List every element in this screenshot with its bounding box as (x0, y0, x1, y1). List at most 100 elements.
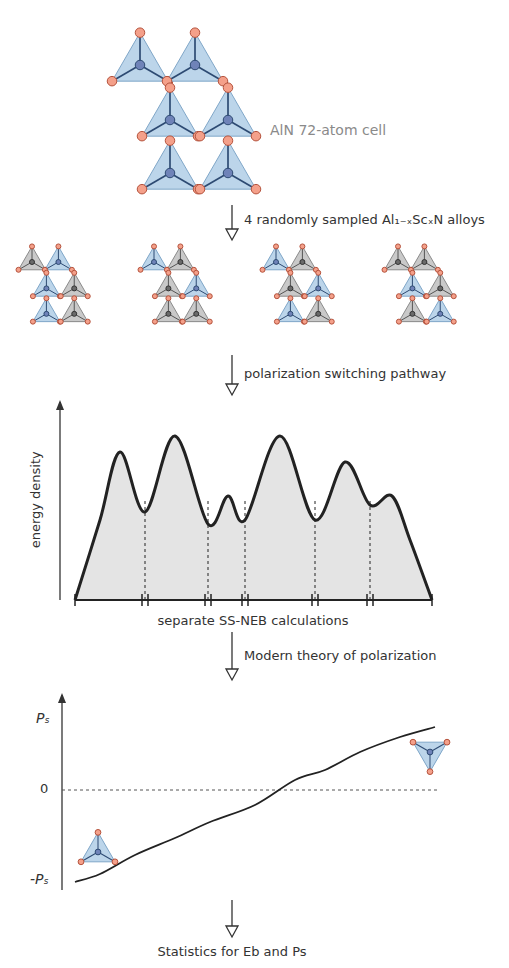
segment-tick (241, 594, 243, 606)
tetra-face (142, 141, 198, 189)
tetrahedron (302, 270, 334, 298)
nitrogen-atom (58, 319, 63, 324)
metal-atom (288, 286, 293, 291)
nitrogen-atom (137, 131, 147, 141)
tetrahedron (195, 83, 261, 141)
nitrogen-atom (396, 244, 401, 249)
metal-atom (194, 311, 199, 316)
y-axis (61, 695, 62, 890)
metal-atom (166, 311, 171, 316)
arrow-head (226, 229, 238, 240)
tetrahedron (78, 829, 118, 864)
nitrogen-atom (85, 319, 90, 324)
tetrahedron (180, 296, 212, 324)
segment-divider (245, 500, 246, 600)
nitrogen-atom (57, 319, 62, 324)
metal-atom (300, 260, 305, 265)
segment-tick (317, 594, 319, 606)
nitrogen-atom (223, 136, 233, 146)
axis-label: separate SS-NEB calculations (157, 613, 348, 629)
nitrogen-atom (251, 184, 261, 194)
segment-tick (141, 594, 143, 606)
nitrogen-atom (165, 136, 175, 146)
metal-atom (190, 60, 200, 70)
axis-label: energy density (28, 451, 44, 548)
nitrogen-atom (424, 294, 429, 299)
nitrogen-atom (112, 859, 118, 865)
metal-atom (44, 311, 49, 316)
metal-atom (30, 260, 35, 265)
nitrogen-atom (451, 294, 456, 299)
tetrahedron (195, 136, 261, 194)
tetrahedron (382, 244, 414, 272)
tick-label: 0 (40, 781, 48, 797)
nitrogen-atom (152, 244, 157, 249)
baseline (75, 599, 432, 601)
nitrogen-atom (137, 184, 147, 194)
nitrogen-atom (179, 319, 184, 324)
nitrogen-atom (207, 294, 212, 299)
tetra-face (183, 298, 210, 321)
y-axis (59, 402, 60, 600)
segment-tick (431, 594, 433, 606)
nitrogen-atom (444, 739, 450, 745)
tetra-face (200, 88, 256, 136)
metal-atom (274, 260, 279, 265)
nitrogen-atom (396, 319, 401, 324)
nitrogen-atom (301, 294, 306, 299)
metal-atom (410, 311, 415, 316)
tetra-face (33, 298, 60, 321)
metal-atom (72, 311, 77, 316)
tetrahedron (107, 28, 173, 86)
tetra-face (411, 246, 438, 269)
nitrogen-atom (135, 28, 145, 38)
nitrogen-atom (438, 296, 443, 301)
tetra-face (167, 33, 223, 81)
tetra-face (277, 273, 304, 296)
nitrogen-atom (301, 319, 306, 324)
segment-tick (311, 594, 313, 606)
metal-atom (165, 168, 175, 178)
segment-divider (315, 500, 316, 600)
tetrahedron (162, 28, 228, 86)
metal-atom (438, 286, 443, 291)
step-label: Modern theory of polarization (244, 648, 436, 664)
nitrogen-atom (427, 769, 433, 775)
tetrahedron (152, 296, 184, 324)
tetra-face (413, 742, 447, 771)
tetra-face (277, 298, 304, 321)
nitrogen-atom (179, 294, 184, 299)
polarization-curve (75, 727, 435, 882)
tetrahedron (137, 83, 203, 141)
metal-atom (427, 749, 433, 755)
tetra-face (385, 246, 412, 269)
tetrahedron (424, 270, 456, 298)
tetrahedron (30, 296, 62, 324)
step-label: polarization switching pathway (244, 366, 446, 382)
nitrogen-atom (58, 294, 63, 299)
arrow-head (226, 384, 238, 395)
axis-head (56, 400, 64, 410)
nitrogen-atom (396, 294, 401, 299)
nitrogen-atom (30, 319, 35, 324)
tetra-face (155, 298, 182, 321)
nitrogen-atom (316, 296, 321, 301)
zero-line (62, 790, 440, 791)
nitrogen-atom (382, 267, 387, 272)
nitrogen-atom (152, 319, 157, 324)
metal-atom (410, 286, 415, 291)
nitrogen-atom (223, 83, 233, 93)
segment-tick (372, 594, 374, 606)
metal-atom (194, 286, 199, 291)
caption-text: AlN 72-atom cell (270, 122, 386, 139)
tetrahedron (16, 244, 48, 272)
tetra-face (167, 246, 194, 269)
nitrogen-atom (422, 244, 427, 249)
tetrahedron (302, 296, 334, 324)
tetrahedron (152, 270, 184, 298)
tetra-face (263, 246, 290, 269)
result-label: Statistics for Eb and Ps (157, 944, 306, 960)
metal-atom (178, 260, 183, 265)
flow-arrow (231, 900, 232, 927)
metal-atom (72, 286, 77, 291)
